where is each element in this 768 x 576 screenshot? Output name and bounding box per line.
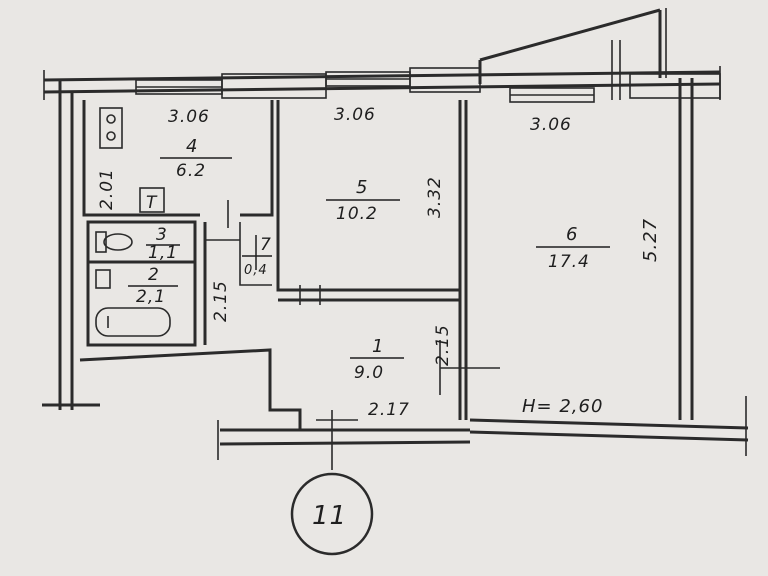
room-7-area: 0,4	[244, 263, 268, 278]
windows	[135, 67, 721, 103]
room-1-number: 1	[372, 336, 384, 357]
dim-room5-width: 3.06	[334, 105, 376, 125]
dim-room5-height: 3.32	[425, 176, 445, 218]
stove-icon	[99, 107, 123, 149]
room-5-area: 10.2	[336, 204, 378, 224]
interior-walls	[70, 100, 500, 470]
fixtures: T	[95, 107, 171, 337]
ceiling-height-label: H= 2,60	[522, 396, 603, 417]
room-6-area: 17.4	[548, 252, 590, 272]
toilet-icon	[95, 231, 133, 253]
room-4-number: 4	[186, 136, 198, 157]
room-2-number: 2	[148, 265, 160, 285]
room-3-number: 3	[156, 225, 168, 245]
sink-icon	[139, 187, 165, 213]
dim-hall-height: 2.15	[433, 324, 453, 366]
dim-room4-width: 3.06	[168, 107, 210, 127]
washbasin-icon	[95, 269, 111, 289]
bathtub-icon	[95, 269, 171, 337]
dim-room6-width: 3.06	[530, 115, 572, 135]
apartment-number-marker: 11	[290, 472, 374, 556]
stove-label: T	[146, 193, 158, 213]
room-2-area: 2,1	[136, 287, 166, 307]
room-3-area: 1,1	[148, 243, 178, 263]
room-7-number: 7	[260, 235, 272, 255]
dim-room6-height: 5.27	[640, 218, 661, 262]
dim-hall-width: 2.17	[368, 400, 410, 420]
room-1-area: 9.0	[354, 363, 384, 383]
room-4-area: 6.2	[176, 161, 206, 181]
dim-room4-height: 2.01	[97, 168, 117, 210]
room-5-number: 5	[356, 177, 368, 198]
dim-bath-height: 2.15	[211, 280, 231, 322]
apartment-number: 11	[312, 501, 347, 531]
room-6-number: 6	[566, 224, 578, 245]
